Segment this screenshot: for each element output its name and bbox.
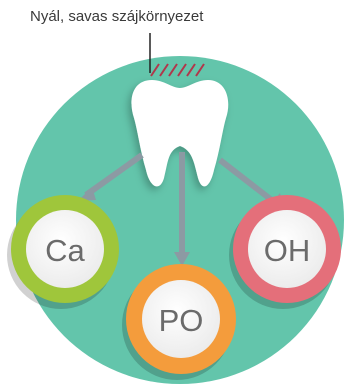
label-oh: OH	[264, 233, 311, 268]
label-po: PO	[159, 303, 204, 338]
label-ca: Ca	[45, 233, 85, 268]
